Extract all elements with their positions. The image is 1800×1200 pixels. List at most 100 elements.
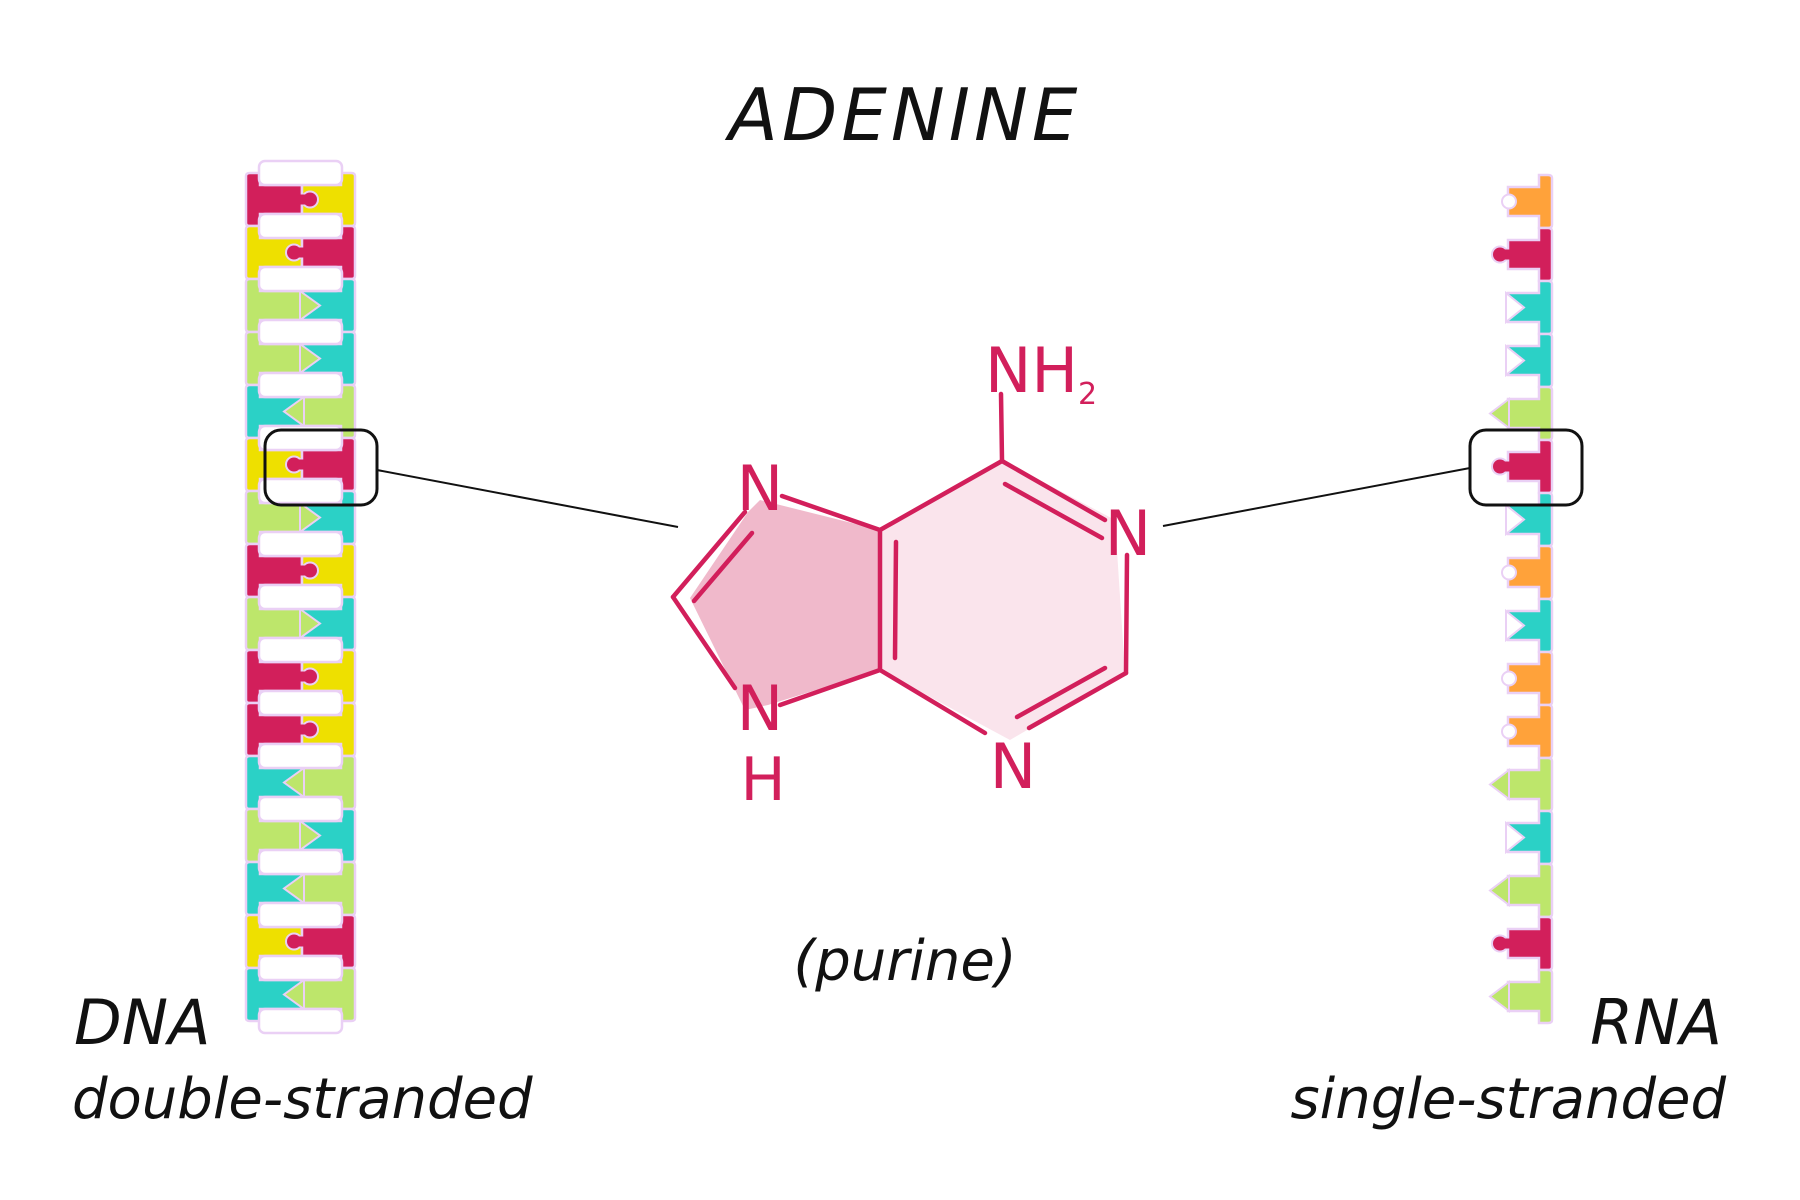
rna-base	[1501, 544, 1554, 601]
rna-tip-neck	[1504, 249, 1510, 260]
rna-single-strand	[1488, 173, 1554, 1025]
dna-connector-line	[376, 469, 679, 528]
rna-tip-notch	[1505, 343, 1526, 378]
rna-connector-line	[1162, 467, 1471, 527]
rna-tip-neck	[1504, 461, 1510, 472]
rna-tip-socket	[1501, 670, 1517, 687]
dna-slot	[257, 159, 344, 187]
bond-c4-c5-double	[892, 539, 899, 661]
rna-base	[1501, 703, 1554, 760]
dna-joint-neck	[300, 671, 306, 682]
bond-c6-n1-double	[1002, 481, 1105, 541]
dna-joint-arrow	[282, 395, 305, 428]
pyrimidine-ring-fill	[880, 460, 1125, 740]
molecule-class-label: (purine)	[793, 929, 1016, 994]
dna-slot	[257, 742, 344, 770]
dna-joint-neck	[298, 459, 304, 470]
rna-base-body	[1506, 438, 1554, 495]
dna-slot	[257, 212, 344, 240]
dna-joint-arrow	[282, 872, 305, 905]
rna-tip-notch	[1505, 290, 1526, 325]
rna-tip-notch	[1505, 820, 1526, 855]
rna-base-body	[1506, 862, 1554, 919]
rna-tip-socket	[1501, 193, 1517, 210]
dna-slot	[257, 477, 344, 505]
dna-joint-arrow	[282, 766, 305, 799]
rna-tip-socket	[1501, 723, 1517, 740]
rna-base-body	[1506, 968, 1554, 1025]
bond-c2-n3	[1026, 670, 1129, 731]
rna-base-body	[1506, 385, 1554, 442]
dna-joint-arrow	[299, 289, 322, 322]
n1-label: N	[1105, 497, 1151, 570]
rna-base-body	[1506, 173, 1554, 230]
dna-joint-arrow	[299, 607, 322, 640]
n3-label: N	[990, 730, 1036, 803]
rna-description: single-stranded	[1290, 1067, 1726, 1132]
dna-slot	[257, 371, 344, 399]
rna-base-body	[1506, 597, 1554, 654]
dna-slot	[257, 583, 344, 611]
dna-slot	[257, 424, 344, 452]
bond-n9-c4	[777, 667, 883, 708]
rna-base	[1488, 385, 1554, 442]
dna-joint-neck	[298, 936, 304, 947]
dna-description: double-stranded	[72, 1067, 533, 1132]
dna-slot	[257, 530, 344, 558]
amine-label: NH2	[985, 334, 1097, 412]
rna-tip-neck	[1504, 938, 1510, 949]
rna-tip-point	[1488, 873, 1510, 908]
dna-slot	[257, 265, 344, 293]
rna-tip-point	[1488, 767, 1510, 802]
adenine-molecule	[670, 391, 1130, 740]
rna-base-body	[1506, 332, 1554, 389]
rna-base	[1488, 756, 1554, 813]
dna-label: DNA	[74, 986, 211, 1059]
dna-slot	[257, 318, 344, 346]
dna-joint-arrow	[299, 342, 322, 375]
rna-base-body	[1506, 703, 1554, 760]
bond-c6-nh2	[998, 391, 1005, 463]
dna-slot	[257, 795, 344, 823]
rna-base	[1491, 438, 1554, 495]
rna-base	[1501, 173, 1554, 230]
dna-slot	[257, 848, 344, 876]
rna-base-body	[1506, 809, 1554, 866]
dna-joint-arrow	[299, 501, 322, 534]
atom-labels: NH2 N N N N H	[737, 334, 1151, 815]
bond-c5-c6	[877, 458, 1005, 533]
bond-c6-n1	[999, 458, 1108, 523]
rna-tip-socket	[1501, 564, 1517, 581]
rna-label: RNA	[1590, 986, 1722, 1059]
rna-tip-point	[1488, 396, 1510, 431]
rna-base-body	[1506, 650, 1554, 707]
n9-hydrogen-label: H	[740, 745, 785, 815]
dna-highlight-box	[263, 428, 379, 507]
rna-base-body	[1506, 226, 1554, 283]
dna-slot	[257, 1007, 344, 1035]
dna-slot	[257, 901, 344, 929]
dna-slot	[257, 636, 344, 664]
rna-tip-point	[1488, 979, 1510, 1014]
n7-label: N	[737, 452, 783, 525]
dna-joint-neck	[298, 247, 304, 258]
dna-joint-neck	[300, 724, 306, 735]
dna-joint-arrow	[299, 819, 322, 852]
rna-base	[1488, 968, 1554, 1025]
dna-joint-neck	[300, 194, 306, 205]
dna-double-strand	[244, 159, 357, 1035]
bond-c2-n3-double	[1014, 665, 1108, 720]
rna-base	[1491, 226, 1554, 283]
rna-base	[1491, 915, 1554, 972]
rna-tip-notch	[1505, 608, 1526, 643]
diagram-title: ADENINE	[725, 73, 1082, 157]
dna-slot	[257, 689, 344, 717]
rna-base	[1505, 332, 1554, 389]
bond-n7-c8	[670, 509, 748, 600]
rna-base	[1501, 650, 1554, 707]
dna-joint-neck	[300, 565, 306, 576]
rna-base	[1505, 597, 1554, 654]
rna-base	[1505, 491, 1554, 548]
dna-joint-arrow	[282, 978, 305, 1011]
n9-label: N	[737, 672, 783, 745]
